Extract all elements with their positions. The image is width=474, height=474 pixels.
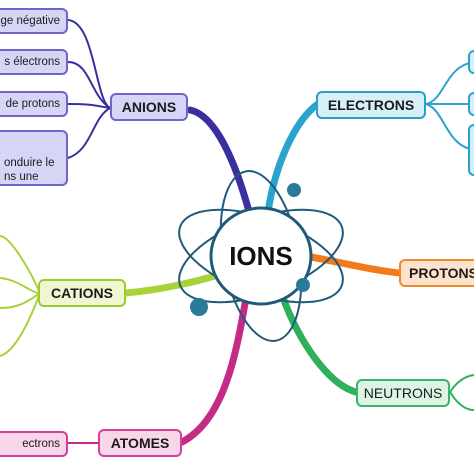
electron-leaf-2[interactable] <box>468 92 474 116</box>
anion-leaf-conduct-line2: ns une <box>4 171 39 183</box>
center-title: IONS <box>229 240 293 271</box>
electron-dot-right <box>296 278 310 292</box>
cations-branch-line <box>122 271 222 297</box>
cations-label: CATIONS <box>51 285 113 301</box>
anion-leaf-conduct-line1: onduire le <box>4 157 55 169</box>
anions-label: ANIONS <box>121 99 177 115</box>
atomes-branch-line <box>178 294 250 446</box>
anion-leaf-charge[interactable]: ge négative <box>0 8 68 34</box>
anion-leaf-protons-label: de protons <box>5 98 60 110</box>
anion-leaf-conduct[interactable]: onduire le ns une <box>0 130 68 186</box>
electron-dot-left <box>190 298 208 316</box>
cations-node[interactable]: CATIONS <box>38 279 126 307</box>
electron-leaf-1[interactable] <box>468 50 474 74</box>
protons-branch-line <box>302 252 404 277</box>
atome-leaf-electrons-label: ectrons <box>22 438 60 450</box>
anion-leaf-electrons[interactable]: s électrons <box>0 49 68 75</box>
anion-leaf-electrons-label: s électrons <box>4 56 60 68</box>
anion-leaf-protons[interactable]: de protons <box>0 91 68 117</box>
anion-leaf-charge-label: ge négative <box>0 15 60 27</box>
atomes-label: ATOMES <box>110 435 170 451</box>
anions-node[interactable]: ANIONS <box>110 93 188 121</box>
protons-label: PROTONS <box>409 265 474 281</box>
anions-branch-line <box>186 106 254 219</box>
atom-icon <box>178 170 344 342</box>
neutrons-node[interactable]: NEUTRONS <box>356 379 450 407</box>
neutrons-label: NEUTRONS <box>363 385 443 401</box>
electrons-label: ELECTRONS <box>327 97 415 113</box>
atomes-node[interactable]: ATOMES <box>98 429 182 457</box>
electrons-branch-line <box>264 100 322 216</box>
protons-node[interactable]: PROTONS <box>399 259 474 287</box>
atome-leaf-electrons[interactable]: ectrons <box>0 431 68 457</box>
neutrons-branch-line <box>278 291 360 396</box>
electron-dot-top <box>287 183 301 197</box>
electrons-node[interactable]: ELECTRONS <box>316 91 426 119</box>
electron-leaf-3[interactable] <box>468 124 474 176</box>
